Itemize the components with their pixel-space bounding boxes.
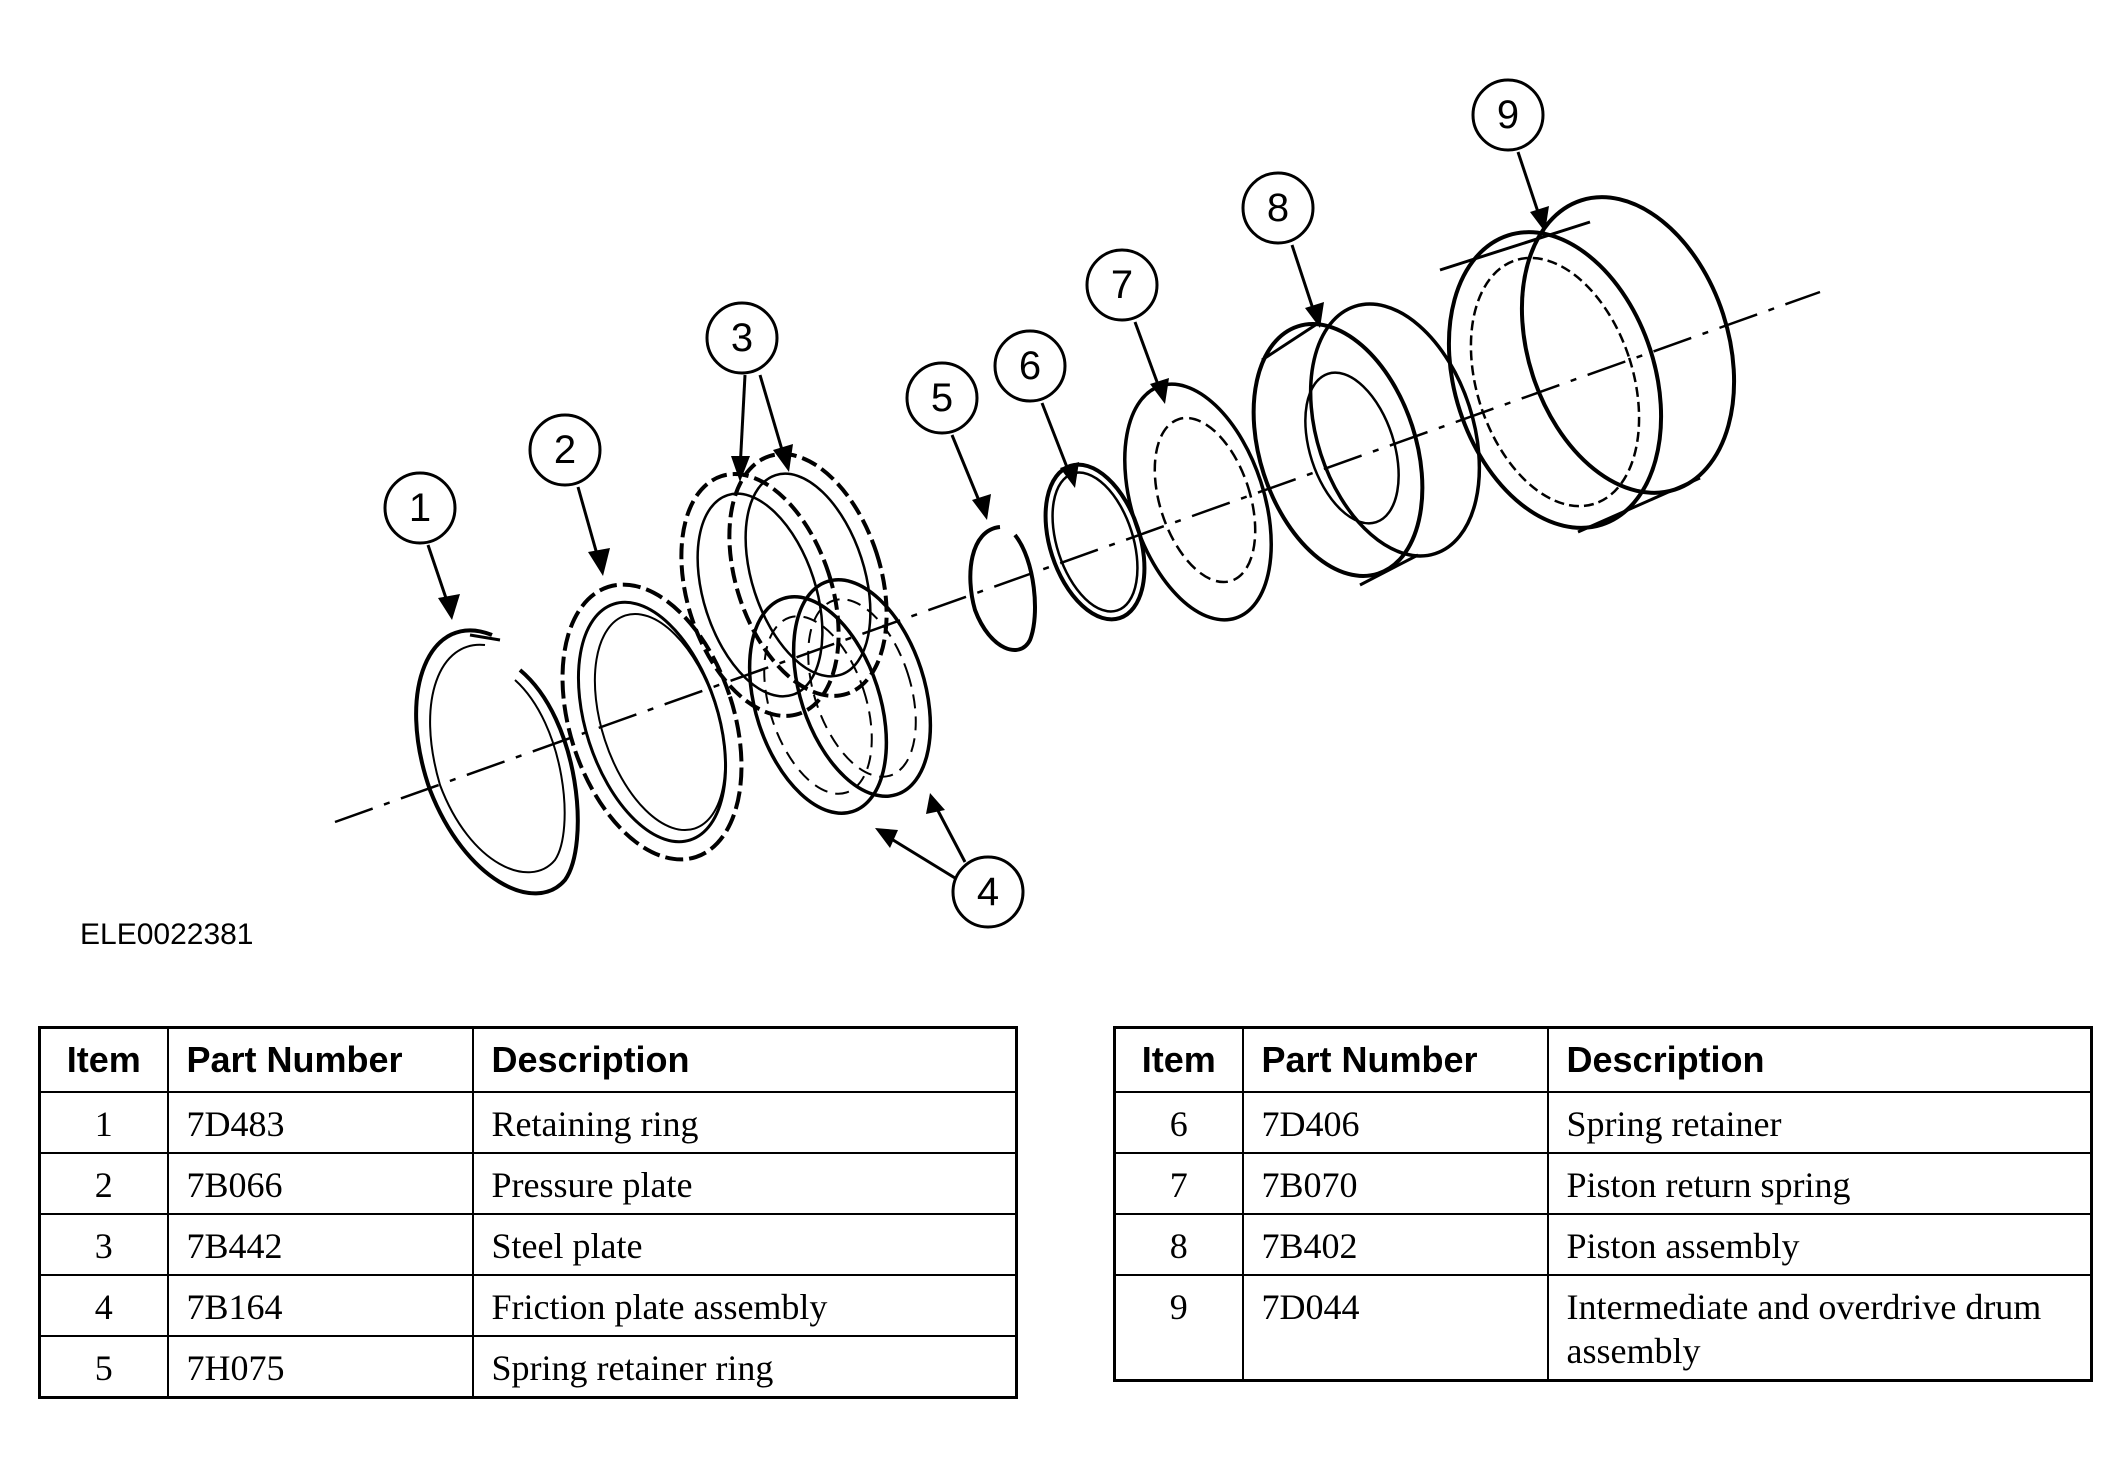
cell-part-number: 7B442 xyxy=(166,1213,474,1276)
callout-2: 2 xyxy=(528,413,610,576)
svg-text:4: 4 xyxy=(977,870,999,914)
parts-table-left: Item Part Number Description 1 7D483 Ret… xyxy=(38,1026,1018,1399)
table-header-row: Item Part Number Description xyxy=(38,1026,1018,1093)
cell-item: 7 xyxy=(1113,1152,1244,1215)
steel-plates-part xyxy=(679,452,889,718)
cell-part-number: 7D406 xyxy=(1241,1091,1549,1154)
cell-item: 8 xyxy=(1113,1213,1244,1276)
cell-item: 9 xyxy=(1113,1274,1244,1382)
callout-9: 9 xyxy=(1471,78,1549,232)
table-row: 5 7H075 Spring retainer ring xyxy=(38,1335,1018,1399)
retaining-ring-part xyxy=(414,628,580,896)
friction-plates-part xyxy=(747,578,933,815)
parts-table-right: Item Part Number Description 6 7D406 Spr… xyxy=(1113,1026,2093,1382)
header-description: Description xyxy=(471,1026,1018,1093)
svg-text:7: 7 xyxy=(1111,263,1133,307)
cell-part-number: 7B164 xyxy=(166,1274,474,1337)
cell-part-number: 7D483 xyxy=(166,1091,474,1154)
svg-text:8: 8 xyxy=(1267,186,1289,230)
svg-text:2: 2 xyxy=(554,428,576,472)
table-row: 1 7D483 Retaining ring xyxy=(38,1091,1018,1154)
cell-item: 5 xyxy=(38,1335,169,1399)
cell-item: 1 xyxy=(38,1091,169,1154)
cell-part-number: 7B402 xyxy=(1241,1213,1549,1276)
callout-7: 7 xyxy=(1085,248,1169,404)
header-item: Item xyxy=(1113,1026,1244,1093)
cell-description: Steel plate xyxy=(471,1213,1018,1276)
table-row: 4 7B164 Friction plate assembly xyxy=(38,1274,1018,1337)
header-description: Description xyxy=(1546,1026,2093,1093)
svg-text:5: 5 xyxy=(931,376,953,420)
cell-part-number: 7B066 xyxy=(166,1152,474,1215)
cell-part-number: 7D044 xyxy=(1241,1274,1549,1382)
cell-description: Friction plate assembly xyxy=(471,1274,1018,1337)
center-axis xyxy=(334,290,1821,824)
callout-8: 8 xyxy=(1241,171,1324,328)
callout-5: 5 xyxy=(905,361,991,520)
svg-text:1: 1 xyxy=(409,486,431,530)
cell-description: Piston return spring xyxy=(1546,1152,2093,1215)
svg-text:3: 3 xyxy=(731,316,753,360)
table-row: 7 7B070 Piston return spring xyxy=(1113,1152,2093,1215)
table-row: 3 7B442 Steel plate xyxy=(38,1213,1018,1276)
exploded-view-diagram: 1 2 3 4 5 6 7 xyxy=(334,78,1821,929)
table-row: 9 7D044 Intermediate and overdrive drum … xyxy=(1113,1274,2093,1382)
cell-description: Pressure plate xyxy=(471,1152,1018,1215)
cell-description: Retaining ring xyxy=(471,1091,1018,1154)
callout-6: 6 xyxy=(993,329,1079,488)
cell-item: 4 xyxy=(38,1274,169,1337)
cell-description: Piston assembly xyxy=(1546,1213,2093,1276)
table-row: 6 7D406 Spring retainer xyxy=(1113,1091,2093,1154)
cell-item: 2 xyxy=(38,1152,169,1215)
cell-part-number: 7B070 xyxy=(1241,1152,1549,1215)
cell-item: 3 xyxy=(38,1213,169,1276)
cell-description: Spring retainer xyxy=(1546,1091,2093,1154)
callout-3: 3 xyxy=(705,301,793,482)
header-item: Item xyxy=(38,1026,169,1093)
callout-1: 1 xyxy=(383,471,460,620)
svg-text:6: 6 xyxy=(1019,344,1041,388)
svg-text:9: 9 xyxy=(1497,93,1519,137)
pressure-plate-part xyxy=(560,582,744,862)
table-header-row: Item Part Number Description xyxy=(1113,1026,2093,1093)
table-row: 2 7B066 Pressure plate xyxy=(38,1152,1018,1215)
drum-assembly-part xyxy=(1439,195,1737,534)
cell-part-number: 7H075 xyxy=(166,1335,474,1399)
cell-description: Intermediate and overdrive drum assembly xyxy=(1546,1274,2093,1382)
figure-reference-code: ELE0022381 xyxy=(80,918,254,951)
cell-item: 6 xyxy=(1113,1091,1244,1154)
spring-retainer-ring-part xyxy=(968,525,1037,652)
cell-description: Spring retainer ring xyxy=(471,1335,1018,1399)
piston-assembly-part xyxy=(1251,302,1482,587)
header-part-number: Part Number xyxy=(166,1026,474,1093)
table-row: 8 7B402 Piston assembly xyxy=(1113,1213,2093,1276)
header-part-number: Part Number xyxy=(1241,1026,1549,1093)
callout-4: 4 xyxy=(875,793,1025,929)
